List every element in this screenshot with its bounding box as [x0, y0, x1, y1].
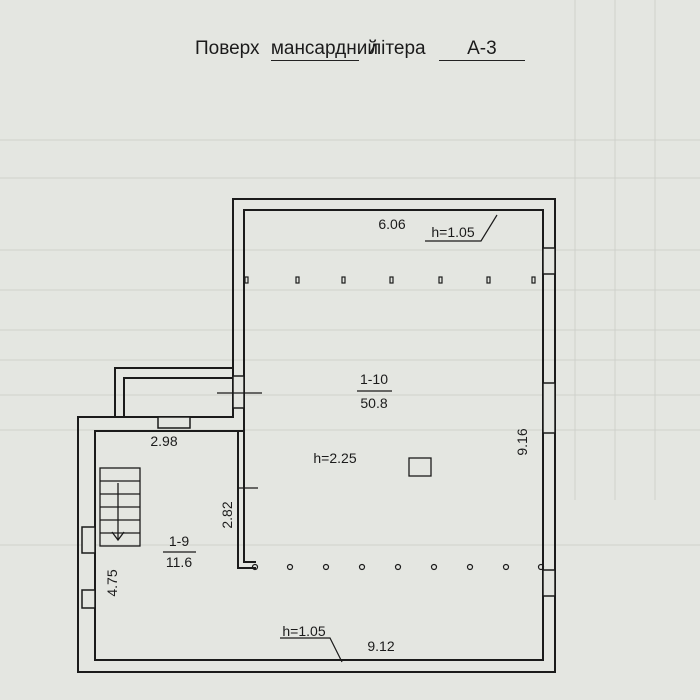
walls [77, 198, 556, 673]
floor-type: мансардний [270, 38, 378, 61]
litera-value: А-3 [438, 38, 525, 61]
balcony [114, 367, 233, 417]
window-right-3 [542, 569, 556, 597]
window-left-2 [81, 589, 96, 609]
staircase [99, 467, 141, 547]
posts-top [244, 276, 536, 284]
partition-wall [237, 431, 256, 569]
background-grid [0, 0, 700, 546]
window-right-2 [542, 382, 556, 434]
height-leaders [280, 214, 498, 663]
low-height-top: h=1.05 [431, 224, 474, 240]
chimney [408, 457, 432, 477]
tick-marks [217, 392, 262, 489]
dim-bottom-width: 9.12 [367, 638, 394, 654]
window-balcony-side [232, 375, 245, 409]
room-large-height: h=2.25 [313, 450, 356, 466]
room-large-area: 50.8 [360, 395, 387, 411]
dim-balcony-width: 2.98 [150, 433, 177, 449]
windows [81, 247, 556, 609]
outer-wall [77, 198, 556, 673]
low-height-bottom: h=1.05 [282, 623, 325, 639]
dim-left-height: 4.75 [104, 569, 120, 596]
plan-header: Поверх мансардний літера А-3 [195, 38, 525, 61]
window-left-1 [81, 526, 96, 554]
room-small-number: 1-9 [169, 533, 189, 549]
window-right-1 [542, 247, 556, 275]
header-prefix: Поверх [195, 38, 260, 59]
room-large-number: 1-10 [360, 371, 388, 387]
window-balcony [157, 416, 191, 429]
dim-partition-height: 2.82 [219, 501, 235, 528]
room-small-area: 11.6 [166, 554, 192, 570]
dim-right-height: 9.16 [514, 428, 530, 455]
dim-top-width: 6.06 [378, 216, 405, 232]
posts-bottom [251, 563, 545, 571]
litera-label: літера [370, 38, 426, 59]
fraction-bars [163, 390, 392, 553]
